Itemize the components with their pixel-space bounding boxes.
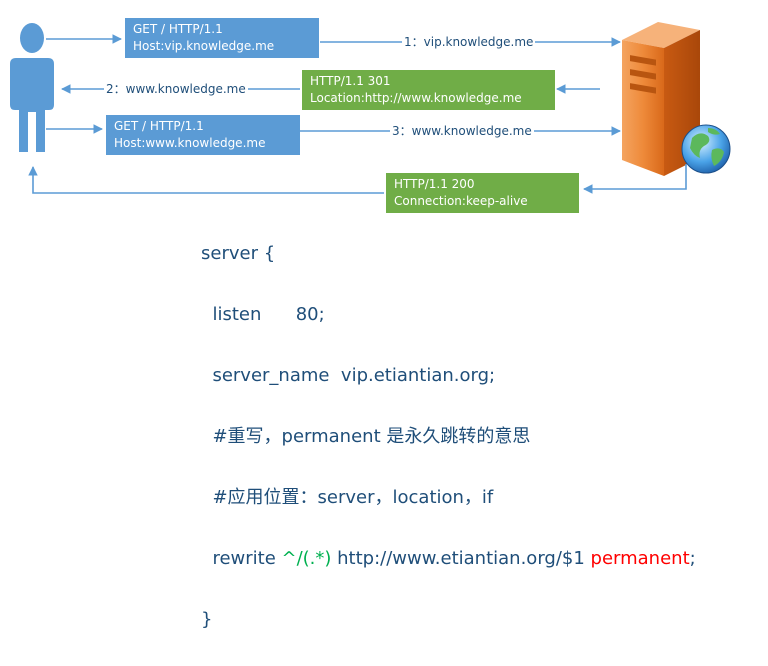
code-target-url: http://www.etiantian.org/$1 <box>331 547 591 569</box>
code-line-4: #重写，permanent 是永久跳转的意思 <box>201 425 531 447</box>
code-line-6: rewrite ^/(.*) http://www.etiantian.org/… <box>201 544 696 575</box>
request-2-line2: Host:www.knowledge.me <box>114 136 266 150</box>
code-line-2: listen 80; <box>201 303 325 325</box>
arrow-4a <box>583 164 687 194</box>
code-line-3: server_name vip.etiantian.org; <box>201 364 496 386</box>
code-permanent-flag: permanent <box>590 547 690 569</box>
response-200-line1: HTTP/1.1 200 <box>394 177 475 191</box>
request-1-line2: Host:vip.knowledge.me <box>133 39 275 53</box>
request-2-box: GET / HTTP/1.1 Host:www.knowledge.me <box>106 115 300 155</box>
response-301-line2: Location:http://www.knowledge.me <box>310 91 522 105</box>
globe-icon <box>681 124 731 174</box>
arrow-label-2: 2：www.knowledge.me <box>104 82 248 96</box>
person-icon <box>10 23 54 152</box>
response-200-line2: Connection:keep-alive <box>394 194 528 208</box>
response-301-box: HTTP/1.1 301 Location:http://www.knowled… <box>302 70 555 110</box>
code-semicolon: ; <box>689 547 696 569</box>
code-line-1: server { <box>201 242 276 264</box>
arrow-4b <box>28 166 384 194</box>
arrow-label-1: 1：vip.knowledge.me <box>402 35 536 49</box>
request-2-line1: GET / HTTP/1.1 <box>114 119 204 133</box>
code-rewrite-keyword: rewrite <box>201 547 282 569</box>
nginx-config-code: server { listen 80; server_name vip.etia… <box>201 208 696 666</box>
arrow-label-3: 3：www.knowledge.me <box>390 124 534 138</box>
response-200-box: HTTP/1.1 200 Connection:keep-alive <box>386 173 579 213</box>
request-1-box: GET / HTTP/1.1 Host:vip.knowledge.me <box>125 18 319 58</box>
flow-diagram <box>10 22 731 194</box>
code-line-5: #应用位置：server，location，if <box>201 486 494 508</box>
code-regex: ^/(.*) <box>281 547 332 569</box>
request-1-line1: GET / HTTP/1.1 <box>133 22 223 36</box>
code-line-7: } <box>201 608 213 630</box>
response-301-line1: HTTP/1.1 301 <box>310 74 391 88</box>
